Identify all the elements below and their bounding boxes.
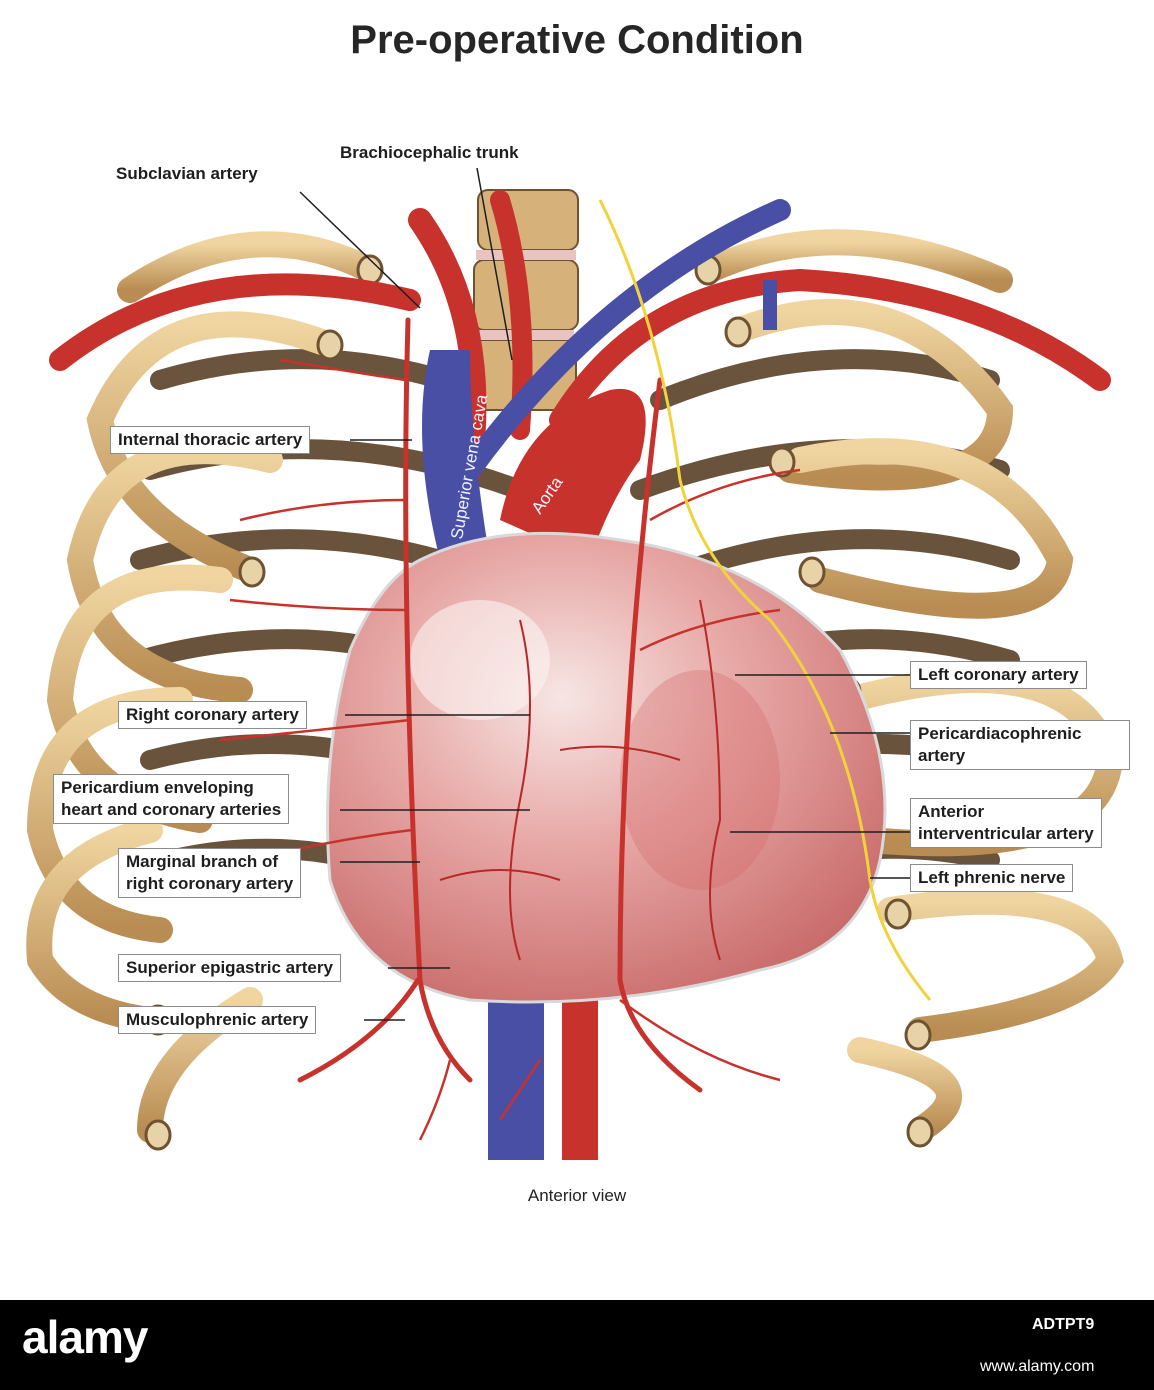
label-marginal-line2: right coronary artery — [126, 874, 294, 893]
aorta — [500, 388, 646, 560]
label-pericardiacophrenic-line2: artery — [918, 746, 966, 765]
label-pericardium-line2: heart and coronary arteries — [61, 800, 282, 819]
superior-vena-cava — [422, 350, 490, 560]
label-internal-thoracic-artery: Internal thoracic artery — [110, 426, 311, 454]
anatomy-illustration: Superior vena cava Aorta — [26, 167, 1124, 1160]
left-phrenic-nerve — [598, 199, 932, 1001]
label-pericardium-line1: Pericardium enveloping — [61, 778, 254, 797]
label-pericardium: Pericardium enveloping heart and coronar… — [53, 774, 290, 824]
label-anterior-interventricular: Anterior interventricular artery — [910, 798, 1102, 848]
label-marginal-branch: Marginal branch of right coronary artery — [118, 848, 302, 898]
brachiocephalic-vein — [459, 199, 791, 481]
footer-bar: alamy ADTPT9 www.alamy.com — [0, 1300, 1154, 1390]
internal-thoracic-arteries — [297, 317, 703, 1093]
label-pericardiacophrenic-line1: Pericardiacophrenic — [918, 724, 1082, 743]
label-brachiocephalic-trunk: Brachiocephalic trunk — [340, 143, 519, 162]
label-left-coronary-artery: Left coronary artery — [910, 661, 1087, 689]
label-musculophrenic-artery: Musculophrenic artery — [118, 1006, 317, 1034]
alamy-logo: alamy — [22, 1311, 148, 1363]
label-superior-epigastric-artery: Superior epigastric artery — [118, 954, 341, 982]
view-caption: Anterior view — [527, 1186, 627, 1205]
descending-aorta — [562, 1000, 598, 1160]
coronary-vessels — [439, 599, 722, 961]
label-marginal-line1: Marginal branch of — [126, 852, 279, 871]
label-left-phrenic-nerve: Left phrenic nerve — [910, 864, 1074, 892]
label-subclavian-artery: Subclavian artery — [116, 164, 258, 183]
label-pericardiacophrenic: Pericardiacophrenic artery — [910, 720, 1130, 770]
site-url: www.alamy.com — [980, 1358, 1095, 1375]
intercostal-branches — [219, 358, 801, 1141]
label-right-coronary-artery: Right coronary artery — [118, 701, 307, 729]
label-anterior-iv-line1: Anterior — [918, 802, 985, 821]
leader-lines — [299, 167, 910, 1021]
image-id: ADTPT9 — [1032, 1316, 1095, 1333]
label-anterior-iv-line2: interventricular artery — [918, 824, 1094, 843]
page-title: Pre-operative Condition — [350, 18, 804, 62]
inferior-vena-cava — [488, 990, 544, 1160]
